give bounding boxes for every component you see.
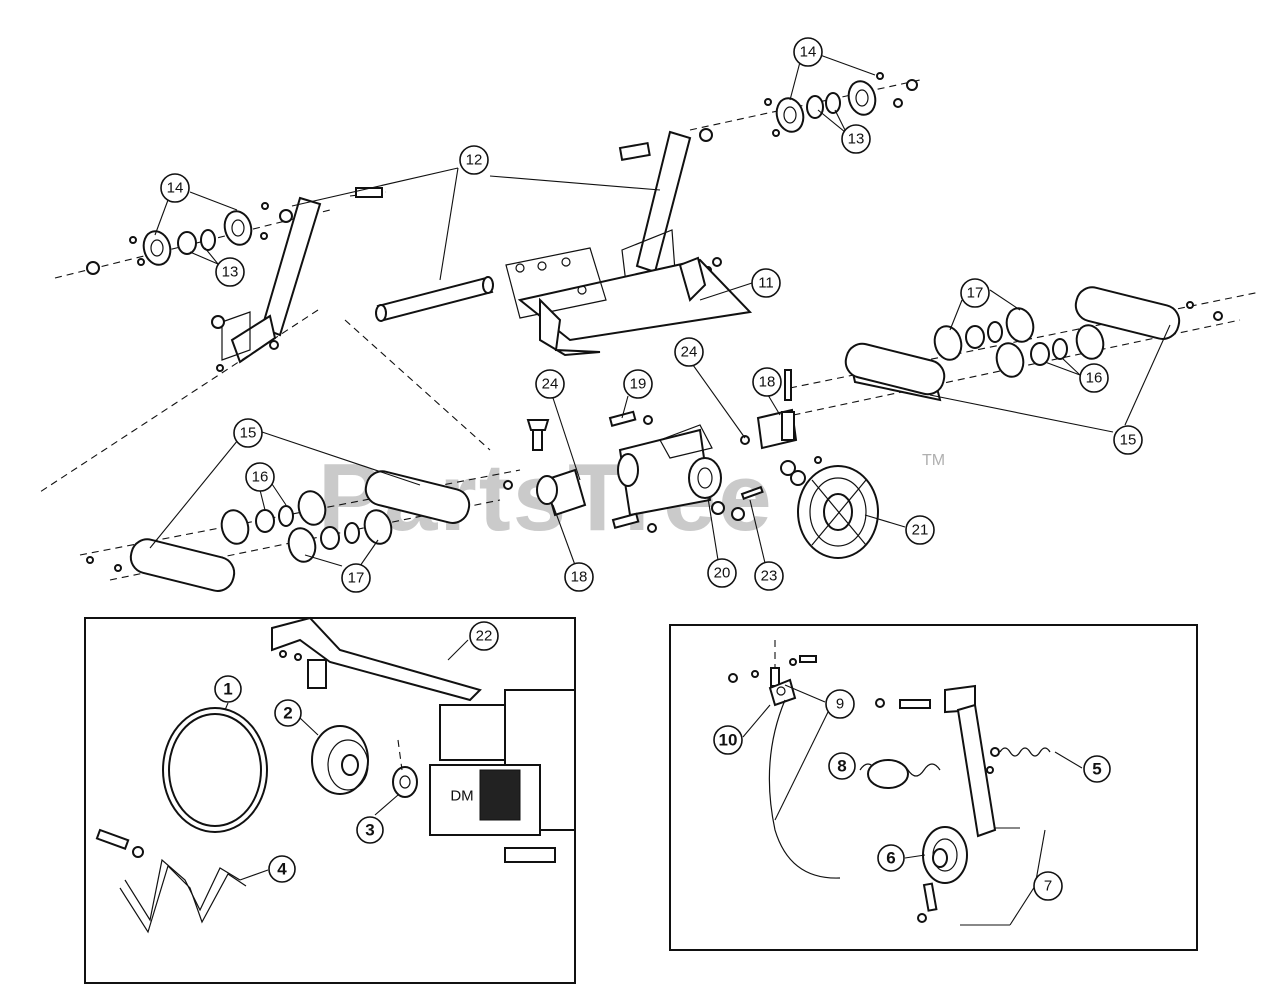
svg-text:13: 13 [848, 131, 865, 148]
svg-text:13: 13 [222, 264, 239, 281]
svg-text:22: 22 [476, 628, 493, 645]
upper-right-bearing-group [689, 72, 921, 142]
callout-17-left: 17 [341, 563, 371, 593]
svg-text:7: 7 [1044, 878, 1052, 895]
svg-text:9: 9 [836, 696, 844, 713]
callout-6: 6 [877, 844, 905, 872]
callout-16-right: 16 [1079, 363, 1109, 393]
svg-text:17: 17 [348, 570, 365, 587]
cross-shaft [375, 276, 494, 322]
callout-14-top: 14 [793, 37, 823, 67]
callout-2: 2 [274, 699, 302, 727]
callout-21: 21 [905, 515, 935, 545]
engine-label: DM [450, 788, 473, 805]
leader-lines [39, 54, 1171, 926]
deck-bracket [505, 247, 753, 357]
callout-19: 19 [623, 369, 653, 399]
svg-text:5: 5 [1092, 760, 1101, 779]
svg-text:10: 10 [719, 731, 738, 750]
svg-text:16: 16 [1086, 370, 1103, 387]
callout-9: 9 [825, 689, 855, 719]
callout-12: 12 [459, 145, 489, 175]
callout-7: 7 [1033, 871, 1063, 901]
svg-text:8: 8 [837, 757, 846, 776]
svg-text:18: 18 [759, 374, 776, 391]
callout-17-right: 17 [960, 278, 990, 308]
callout-23: 23 [754, 561, 784, 591]
svg-text:1: 1 [223, 680, 232, 699]
svg-text:16: 16 [252, 469, 269, 486]
right-plate-assembly [769, 286, 1261, 421]
callout-11: 11 [751, 268, 781, 298]
callout-24-right: 24 [674, 337, 704, 367]
svg-text:23: 23 [761, 568, 778, 585]
callout-24-left: 24 [535, 369, 565, 399]
callout-13-left: 13 [215, 257, 245, 287]
svg-text:14: 14 [800, 44, 817, 61]
inset-left-parts: DM [95, 616, 576, 934]
callout-3: 3 [356, 816, 384, 844]
svg-text:12: 12 [466, 152, 483, 169]
watermark-trademark: TM [922, 452, 945, 469]
callout-4: 4 [268, 855, 296, 883]
callout-20: 20 [707, 558, 737, 588]
svg-text:17: 17 [967, 285, 984, 302]
callout-18-left: 18 [564, 562, 594, 592]
callout-16-left: 16 [245, 462, 275, 492]
svg-text:18: 18 [571, 569, 588, 586]
svg-text:11: 11 [758, 275, 774, 292]
svg-text:3: 3 [365, 821, 374, 840]
svg-text:20: 20 [714, 565, 731, 582]
callout-18-right: 18 [752, 367, 782, 397]
svg-text:6: 6 [886, 849, 895, 868]
callout-5: 5 [1083, 755, 1111, 783]
svg-text:15: 15 [240, 425, 257, 442]
svg-text:24: 24 [542, 376, 559, 393]
callout-15-left: 15 [233, 418, 263, 448]
svg-text:19: 19 [630, 376, 647, 393]
left-plate-assembly [79, 469, 521, 592]
left-hanger-arm [211, 187, 387, 372]
callout-15-right: 15 [1113, 425, 1143, 455]
callout-8: 8 [828, 752, 856, 780]
inset-right-parts [728, 640, 1051, 923]
svg-text:4: 4 [277, 860, 287, 879]
callout-13-top: 13 [841, 124, 871, 154]
callout-1: 1 [214, 675, 242, 703]
svg-text:14: 14 [167, 180, 184, 197]
svg-text:2: 2 [283, 704, 292, 723]
callout-14-left: 14 [160, 173, 190, 203]
gearbox-assembly [526, 369, 879, 559]
svg-text:24: 24 [681, 344, 698, 361]
svg-text:21: 21 [912, 522, 929, 539]
callout-10: 10 [713, 725, 743, 755]
svg-text:15: 15 [1120, 432, 1137, 449]
upper-left-bearing-group [54, 202, 331, 279]
callout-22: 22 [469, 621, 499, 651]
inset-idler-assembly [669, 624, 1198, 951]
